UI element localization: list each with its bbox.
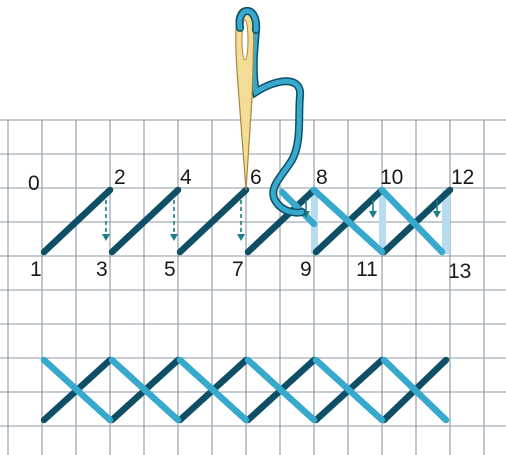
step-label: 2 bbox=[114, 166, 126, 189]
step-label: 13 bbox=[448, 260, 471, 283]
step-label: 0 bbox=[28, 172, 40, 195]
step-label: 1 bbox=[30, 258, 42, 281]
completed-row bbox=[44, 360, 446, 420]
step-label: 10 bbox=[380, 166, 403, 189]
step-label: 4 bbox=[180, 166, 192, 189]
needle-icon bbox=[236, 8, 254, 190]
step-label: 12 bbox=[451, 166, 474, 189]
step-labels: 0 1 2 3 4 5 6 7 8 9 10 11 12 13 bbox=[28, 166, 474, 283]
step-label: 7 bbox=[232, 258, 244, 281]
step-label: 6 bbox=[250, 166, 262, 189]
down-arrow-icon bbox=[237, 200, 245, 241]
step-label: 5 bbox=[164, 258, 176, 281]
step-label: 3 bbox=[96, 258, 108, 281]
arrows bbox=[102, 200, 441, 241]
step-label: 11 bbox=[356, 258, 378, 281]
down-arrow-icon bbox=[102, 200, 110, 241]
step-label: 9 bbox=[300, 258, 312, 281]
step-label: 8 bbox=[316, 166, 328, 189]
down-arrow-icon bbox=[170, 200, 178, 241]
